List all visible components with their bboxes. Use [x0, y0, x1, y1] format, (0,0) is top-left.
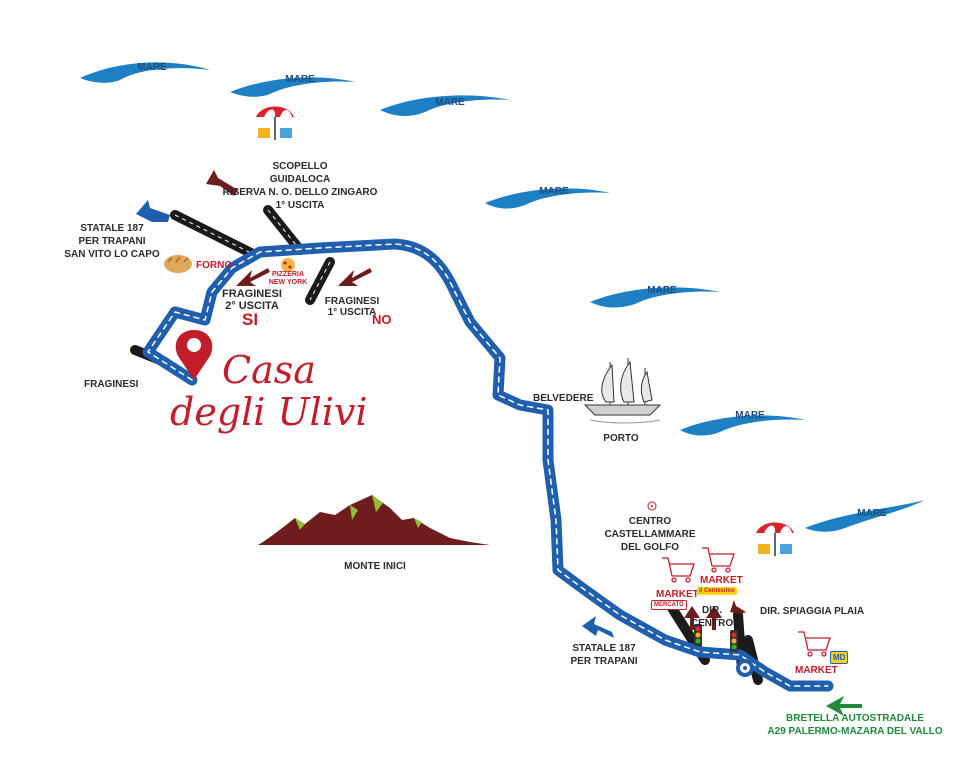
sea-wave: [80, 62, 210, 83]
brand-title-line1: Casa: [222, 348, 316, 392]
arrow-scopello: [206, 170, 238, 196]
arrow-fraginesi-2: [236, 268, 270, 286]
label-no: NO: [372, 312, 392, 327]
label-porto: PORTO: [603, 433, 639, 444]
sea-waves: [80, 62, 925, 532]
label-dir-spiaggia: DIR. SPIAGGIA PLAIA: [760, 606, 865, 617]
arrow-dir-centro-2: [706, 606, 722, 630]
label-statale-se: STATALE 187 PER TRAPANI: [570, 643, 638, 667]
compass-icon: [647, 501, 657, 511]
sea-wave: [805, 500, 925, 532]
brand-title-line2: degli Ulivi: [170, 390, 368, 434]
direction-arrows: [136, 170, 862, 716]
arrow-statale-nw: [136, 200, 170, 222]
label-belvedere: BELVEDERE: [533, 393, 594, 404]
traffic-light-icon: [730, 630, 738, 652]
sea-wave: [485, 188, 610, 209]
sea-label: MARE: [285, 74, 315, 85]
label-market: MARKET: [795, 665, 838, 676]
shopping-cart-icon: [798, 631, 831, 657]
sea-label: MARE: [735, 410, 765, 421]
label-forno: FORNO: [196, 260, 233, 271]
sea-label: MARE: [435, 97, 465, 108]
label-monte-inici: MONTE INICI: [344, 561, 406, 572]
shopping-cart-icon: [662, 557, 695, 583]
location-pin-icon: [175, 330, 213, 380]
arrow-fraginesi-1: [338, 268, 372, 286]
sea-wave: [680, 415, 805, 436]
traffic-light-icon: [694, 624, 702, 646]
pizza-icon: [281, 258, 295, 272]
label-si: SI: [242, 310, 259, 329]
mountain-icon: [258, 495, 490, 545]
label-fraginesi: FRAGINESI: [84, 379, 139, 390]
label-bretella: BRETELLA AUTOSTRADALE A29 PALERMO-MAZARA…: [767, 713, 943, 737]
shopping-cart-icon: [702, 547, 735, 573]
label-market: MARKET: [656, 589, 699, 600]
arrow-bretella: [826, 696, 862, 716]
label-dir-centro: DIR. CENTRO: [690, 605, 734, 629]
sea-wave: [380, 95, 510, 116]
mercato-logo: MERCATO: [651, 600, 687, 610]
arrow-spiaggia: [730, 600, 746, 614]
sailing-ship-icon: [583, 358, 662, 424]
sea-label: MARE: [137, 62, 167, 73]
bread-icon: [164, 255, 192, 273]
sea-label: MARE: [539, 186, 569, 197]
arrow-statale-se: [582, 616, 614, 638]
sea-wave: [230, 77, 355, 97]
beach-umbrella-icon: [756, 522, 794, 556]
sea-label: MARE: [857, 508, 887, 519]
md-logo: MD: [830, 651, 849, 664]
main-road: [142, 238, 834, 692]
label-centro: CENTRO CASTELLAMMARE DEL GOLFO: [604, 516, 696, 553]
label-fraginesi-1: FRAGINESI 1° USCITA: [324, 296, 380, 318]
sea-label: MARE: [647, 285, 677, 296]
label-fraginesi-2: FRAGINESI 2° USCITA: [222, 288, 282, 312]
roundabout: [736, 659, 754, 677]
label-pizzeria: PIZZERIA NEW YORK: [268, 271, 308, 286]
arrow-dir-centro: [684, 606, 700, 630]
sea-wave: [590, 287, 720, 308]
conveniente-logo: il Centesimo: [697, 587, 737, 595]
label-statale-nw: STATALE 187 PER TRAPANI SAN VITO LO CAPO: [64, 223, 160, 260]
label-market: MARKET: [700, 575, 743, 586]
label-scopello: SCOPELLO GUIDALOCA RISERVA N. O. DELLO Z…: [222, 161, 378, 211]
beach-umbrella-icon: [256, 106, 294, 140]
